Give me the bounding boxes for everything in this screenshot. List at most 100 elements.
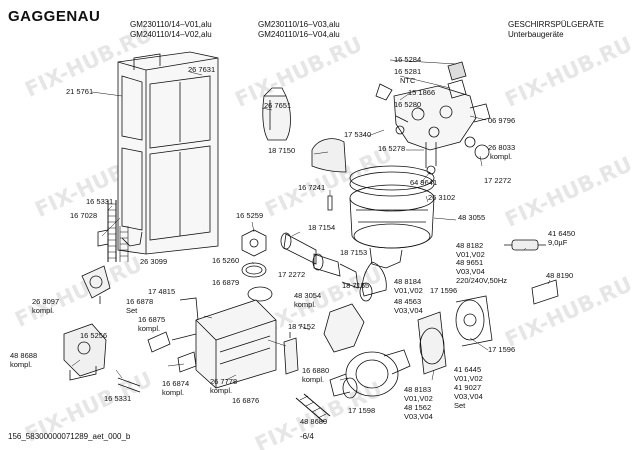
part-label-481562-b: V03,V04	[404, 412, 433, 421]
part-label-165284: 16 5284	[394, 55, 422, 64]
part-label-165260: 16 5260	[212, 256, 240, 265]
part-label-263097-a: 26 3097	[32, 297, 60, 306]
drain-pump-motor	[417, 295, 493, 375]
rubber-hose	[107, 200, 117, 262]
part-label-165280: 16 5280	[394, 100, 422, 109]
part-label-268033-a: 26 8033	[488, 143, 516, 152]
pressure-switch	[63, 323, 107, 381]
part-label-166875-b: kompl.	[138, 324, 161, 333]
part-label-483055: 48 3055	[458, 213, 486, 222]
part-label-187152: 18 7152	[288, 322, 316, 331]
corrugated-hose	[295, 393, 331, 423]
part-label-419027-b: V03,V04	[454, 392, 483, 401]
models-line-1a: GM230110/14–V01,alu	[130, 20, 212, 29]
part-label-488184-b: V01,V02	[394, 286, 423, 295]
seal-ring	[241, 262, 267, 278]
part-label-416450-a: 41 6450	[548, 229, 576, 238]
nut	[241, 229, 267, 257]
part-label-488182-b: V01,V02	[456, 250, 485, 259]
seal-ring	[247, 286, 273, 302]
float-valve	[283, 337, 299, 375]
bracket-488190	[531, 279, 559, 305]
clip-167028	[97, 229, 109, 247]
part-label-263097-b: kompl.	[32, 306, 55, 315]
part-label-166878-a: 16 6878	[126, 297, 154, 306]
part-label-165278: 16 5278	[378, 144, 406, 153]
part-label-166874-b: kompl.	[162, 388, 185, 397]
part-label-166874-a: 16 6874	[162, 379, 190, 388]
part-label-263102: 26 3102	[428, 193, 456, 202]
circulation-pump	[329, 349, 411, 399]
part-label-419027-a: 41 9027	[454, 383, 482, 392]
part-label-187154: 18 7154	[308, 223, 336, 232]
pipe-assembly	[280, 232, 387, 302]
part-label-166879: 16 6879	[212, 278, 240, 287]
part-label-267778-a: 26 7778	[210, 377, 238, 386]
part-label-268033-b: kompl.	[490, 152, 513, 161]
part-label-267778-b: kompl.	[210, 386, 233, 395]
part-label-166880-a: 16 6880	[302, 366, 330, 375]
part-label-419027-c: Set	[454, 401, 466, 410]
actuator	[323, 303, 365, 353]
document-id: 156_58300000071289_aet_000_b	[8, 432, 131, 441]
part-label-416450-b: 9,0µF	[548, 238, 568, 247]
part-label-263099: 26 3099	[140, 257, 168, 266]
part-label-171598: 17 1598	[348, 406, 376, 415]
part-label-187150: 18 7150	[268, 146, 296, 155]
part-label-165331-bottom: 16 5331	[104, 394, 132, 403]
part-label-166875-a: 16 6875	[138, 315, 166, 324]
small-nozzle	[147, 331, 171, 353]
water-softener	[171, 297, 277, 389]
part-label-165331-top: 16 5331	[86, 197, 114, 206]
category-subtitle: Unterbaugeräte	[508, 30, 564, 39]
clamp-ring	[474, 144, 490, 160]
part-label-187155: 18 7155	[342, 281, 370, 290]
part-label-165281-a: 16 5281	[394, 67, 422, 76]
models-line-2b: GM240110/16–V04,alu	[258, 30, 340, 39]
part-label-483054-b: kompl.	[294, 300, 317, 309]
part-label-166876: 16 6876	[232, 396, 260, 405]
part-label-165281-b: NTC	[400, 76, 416, 85]
part-label-416445-a: 41 6445	[454, 365, 482, 374]
part-label-165259: 16 5259	[236, 211, 264, 220]
part-label-215761: 21 5761	[66, 87, 94, 96]
part-label-167028: 16 7028	[70, 211, 98, 220]
part-label-488688-b: kompl.	[10, 360, 33, 369]
sump-housing	[349, 165, 435, 269]
leader-lines	[71, 59, 551, 381]
part-label-488183-a: 48 8183	[404, 385, 432, 394]
part-label-151866: 15 1866	[408, 88, 436, 97]
part-label-489651-a: 48 9651	[456, 258, 484, 267]
drain-valve	[81, 265, 111, 304]
brand-logo: GAGGENAU	[8, 8, 101, 25]
part-label-175340: 17 5340	[344, 130, 372, 139]
part-label-267631: 26 7631	[188, 65, 216, 74]
part-label-488183-b: V01,V02	[404, 394, 433, 403]
part-label-171596-b: 17 1596	[488, 345, 516, 354]
part-label-171596-a: 17 1596	[430, 286, 458, 295]
part-label-488184-a: 48 8184	[394, 277, 422, 286]
category-title: GESCHIRRSPÜLGERÄTE	[508, 20, 605, 29]
part-label-488688-a: 48 8688	[10, 351, 38, 360]
part-label-187153: 18 7153	[340, 248, 368, 257]
small-hose	[117, 377, 141, 393]
part-label-165256: 16 5256	[80, 331, 108, 340]
part-label-484563-a: 48 4563	[394, 297, 422, 306]
part-label-649641: 64 9641	[410, 178, 438, 187]
models-line-2a: GM230110/16–V03,alu	[258, 20, 340, 29]
part-label-484563-b: V03,V04	[394, 306, 423, 315]
part-label-489651-b: V03,V04	[456, 267, 485, 276]
models-line-1b: GM240110/14–V02,alu	[130, 30, 212, 39]
part-label-489651-c: 220/240V,50Hz	[456, 276, 508, 285]
part-label-167241: 16 7241	[298, 183, 326, 192]
part-label-172272-mid: 17 2272	[278, 270, 306, 279]
part-label-416445-b: V01,V02	[454, 374, 483, 383]
condenser-panel	[117, 51, 219, 255]
part-label-481562-a: 48 1562	[404, 403, 432, 412]
part-label-488689: 48 8689	[300, 417, 328, 426]
part-label-488190: 48 8190	[546, 271, 574, 280]
part-label-172272-right: 17 2272	[484, 176, 512, 185]
part-label-174815: 17 4815	[148, 287, 176, 296]
